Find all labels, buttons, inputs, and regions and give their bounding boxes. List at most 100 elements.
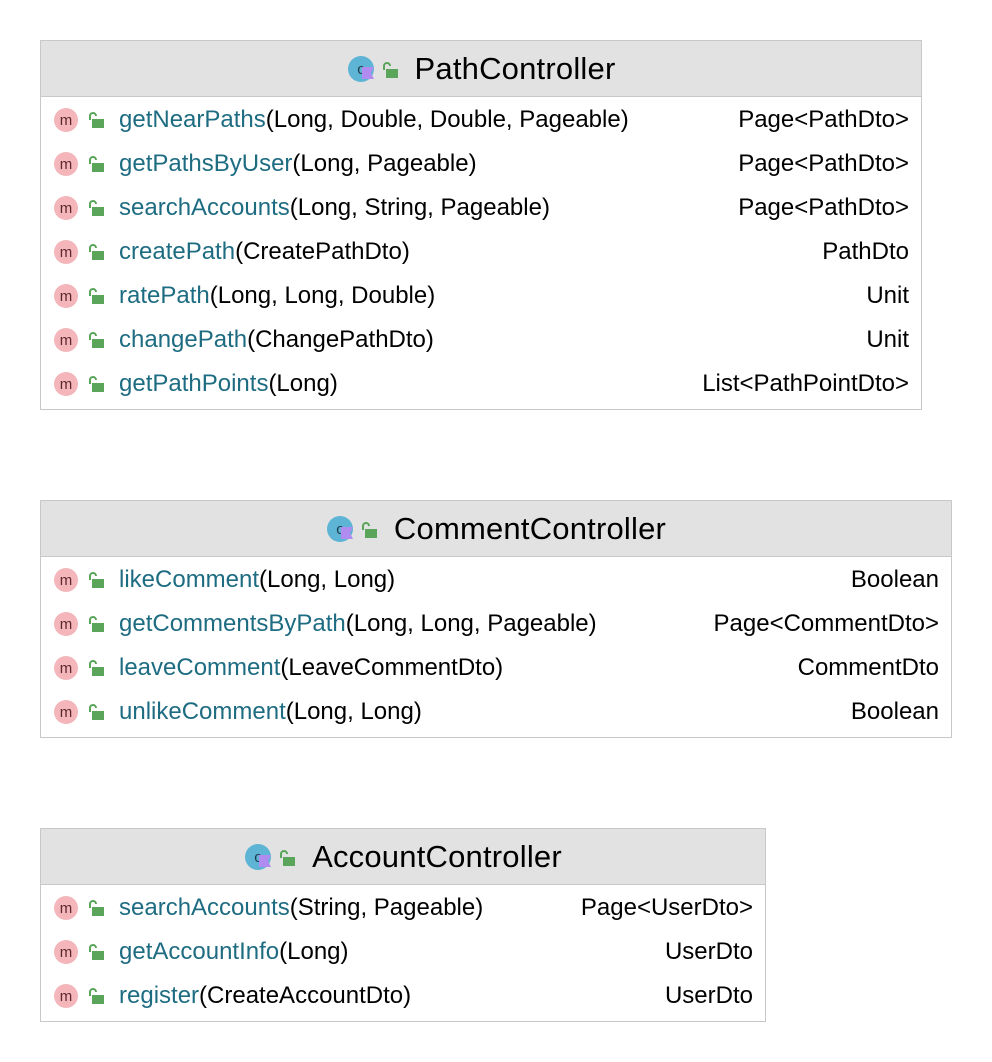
method-params: (Long) bbox=[268, 370, 338, 397]
method-row[interactable]: m createPath(CreatePathDto) PathDto bbox=[41, 230, 921, 274]
method-row[interactable]: m getCommentsByPath(Long, Long, Pageable… bbox=[41, 602, 951, 646]
return-type: UserDto bbox=[664, 938, 753, 965]
method-signature: getNearPaths(Long, Double, Double, Pagea… bbox=[119, 106, 629, 134]
method-params: (Long) bbox=[279, 938, 349, 965]
method-name: leaveComment bbox=[119, 654, 281, 681]
method-params: (Long, Long) bbox=[259, 566, 396, 593]
method-name: searchAccounts bbox=[119, 194, 290, 221]
return-type: Page<PathDto> bbox=[738, 106, 909, 133]
method-m-icon: m bbox=[53, 939, 79, 965]
method-row[interactable]: m getPathsByUser(Long, Pageable) Page<Pa… bbox=[41, 142, 921, 186]
class-name: AccountController bbox=[312, 838, 562, 874]
method-params: (String, Pageable) bbox=[289, 894, 484, 921]
method-signature: searchAccounts(String, Pageable) bbox=[119, 894, 483, 922]
return-type: Page<UserDto> bbox=[580, 894, 753, 921]
method-signature: register(CreateAccountDto) bbox=[119, 982, 411, 1010]
public-unlock-icon bbox=[87, 199, 105, 217]
svg-text:c: c bbox=[357, 61, 365, 78]
svg-text:m: m bbox=[60, 156, 73, 173]
method-name: register bbox=[119, 982, 200, 1009]
class-c-icon: c bbox=[326, 514, 356, 544]
method-signature: getAccountInfo(Long) bbox=[119, 938, 349, 966]
return-type: UserDto bbox=[664, 982, 753, 1009]
svg-text:m: m bbox=[60, 288, 73, 305]
method-params: (Long, Long, Pageable) bbox=[345, 610, 597, 637]
method-name: createPath bbox=[119, 238, 236, 265]
method-name: getPathPoints bbox=[119, 370, 269, 397]
public-unlock-icon bbox=[381, 61, 399, 79]
method-params: (Long, Double, Double, Pageable) bbox=[265, 106, 629, 133]
method-m-icon: m bbox=[53, 611, 79, 637]
method-m-icon: m bbox=[53, 699, 79, 725]
public-unlock-icon bbox=[87, 375, 105, 393]
method-signature: changePath(ChangePathDto) bbox=[119, 326, 434, 354]
method-signature: createPath(CreatePathDto) bbox=[119, 238, 410, 266]
public-unlock-icon bbox=[87, 155, 105, 173]
method-m-icon: m bbox=[53, 655, 79, 681]
method-signature: leaveComment(LeaveCommentDto) bbox=[119, 654, 503, 682]
method-m-icon: m bbox=[53, 895, 79, 921]
class-box-pathcontroller[interactable]: c PathController m getNearPaths(Long, Do… bbox=[40, 40, 922, 410]
return-type: CommentDto bbox=[797, 654, 939, 681]
method-row[interactable]: m ratePath(Long, Long, Double) Unit bbox=[41, 274, 921, 318]
svg-text:m: m bbox=[60, 660, 73, 677]
method-name: likeComment bbox=[119, 566, 260, 593]
class-c-icon: c bbox=[244, 842, 274, 872]
public-unlock-icon bbox=[87, 987, 105, 1005]
svg-text:c: c bbox=[254, 849, 262, 866]
method-list: m searchAccounts(String, Pageable) Page<… bbox=[41, 885, 765, 1018]
method-name: unlikeComment bbox=[119, 698, 286, 725]
method-row[interactable]: m getAccountInfo(Long) UserDto bbox=[41, 930, 765, 974]
class-name: CommentController bbox=[393, 510, 667, 546]
return-type: Unit bbox=[866, 326, 909, 353]
method-row[interactable]: m leaveComment(LeaveCommentDto) CommentD… bbox=[41, 646, 951, 690]
method-signature: likeComment(Long, Long) bbox=[119, 566, 395, 594]
svg-text:m: m bbox=[60, 200, 73, 217]
public-unlock-icon bbox=[278, 849, 296, 867]
public-unlock-icon bbox=[87, 571, 105, 589]
method-row[interactable]: m unlikeComment(Long, Long) Boolean bbox=[41, 690, 951, 734]
return-type: Unit bbox=[866, 282, 909, 309]
method-name: getAccountInfo bbox=[119, 938, 280, 965]
svg-text:m: m bbox=[60, 376, 73, 393]
return-type: Page<CommentDto> bbox=[713, 610, 939, 637]
method-name: getCommentsByPath bbox=[119, 610, 346, 637]
svg-text:m: m bbox=[60, 572, 73, 589]
method-name: searchAccounts bbox=[119, 894, 290, 921]
class-name: PathController bbox=[414, 50, 616, 86]
return-type: Page<PathDto> bbox=[738, 194, 909, 221]
return-type: Page<PathDto> bbox=[738, 150, 909, 177]
method-row[interactable]: m changePath(ChangePathDto) Unit bbox=[41, 318, 921, 362]
class-box-commentcontroller[interactable]: c CommentController m likeComment(Long, … bbox=[40, 500, 952, 738]
svg-text:m: m bbox=[60, 112, 73, 129]
svg-text:m: m bbox=[60, 244, 73, 261]
public-unlock-icon bbox=[87, 703, 105, 721]
method-params: (Long, Pageable) bbox=[292, 150, 477, 177]
svg-text:c: c bbox=[336, 521, 344, 538]
public-unlock-icon bbox=[87, 243, 105, 261]
method-name: getNearPaths bbox=[119, 106, 266, 133]
method-row[interactable]: m searchAccounts(String, Pageable) Page<… bbox=[41, 886, 765, 930]
method-row[interactable]: m likeComment(Long, Long) Boolean bbox=[41, 558, 951, 602]
class-box-accountcontroller[interactable]: c AccountController m searchAccounts(Str… bbox=[40, 828, 766, 1022]
svg-text:m: m bbox=[60, 944, 73, 961]
svg-text:m: m bbox=[60, 332, 73, 349]
method-row[interactable]: m searchAccounts(Long, String, Pageable)… bbox=[41, 186, 921, 230]
method-row[interactable]: m getNearPaths(Long, Double, Double, Pag… bbox=[41, 98, 921, 142]
return-type: Boolean bbox=[850, 698, 939, 725]
method-signature: getPathsByUser(Long, Pageable) bbox=[119, 150, 477, 178]
method-row[interactable]: m getPathPoints(Long) List<PathPointDto> bbox=[41, 362, 921, 406]
public-unlock-icon bbox=[87, 287, 105, 305]
svg-text:m: m bbox=[60, 988, 73, 1005]
method-signature: unlikeComment(Long, Long) bbox=[119, 698, 422, 726]
svg-text:m: m bbox=[60, 704, 73, 721]
method-signature: getCommentsByPath(Long, Long, Pageable) bbox=[119, 610, 597, 638]
class-header: c AccountController bbox=[41, 829, 765, 885]
method-row[interactable]: m register(CreateAccountDto) UserDto bbox=[41, 974, 765, 1018]
return-type: List<PathPointDto> bbox=[702, 370, 909, 397]
method-params: (CreatePathDto) bbox=[235, 238, 410, 265]
method-m-icon: m bbox=[53, 151, 79, 177]
public-unlock-icon bbox=[87, 943, 105, 961]
method-name: ratePath bbox=[119, 282, 210, 309]
method-m-icon: m bbox=[53, 983, 79, 1009]
